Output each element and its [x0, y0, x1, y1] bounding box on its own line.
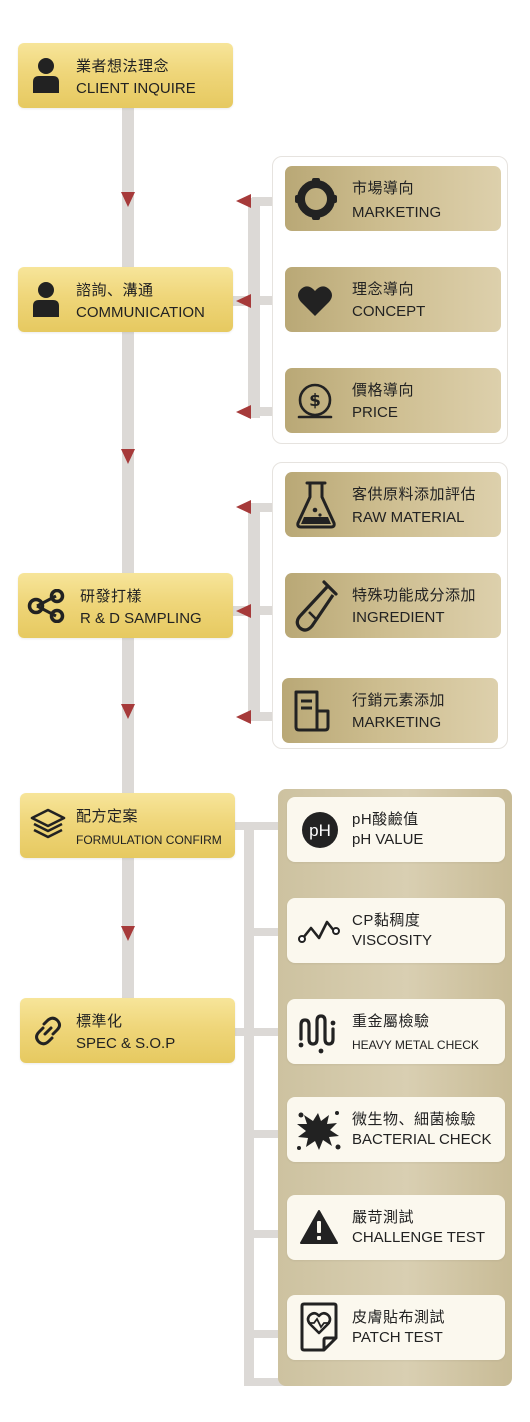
- left-arrow-icon: [236, 194, 251, 208]
- heart-document-icon: [299, 1301, 339, 1353]
- down-arrow-icon: [121, 704, 135, 719]
- test-title-en: VISCOSITY: [352, 932, 433, 949]
- test-title-en: PATCH TEST: [352, 1329, 443, 1346]
- item-title-zh: 價格導向: [352, 382, 415, 399]
- bracket-stub: [252, 606, 288, 615]
- test-stub: [248, 1130, 292, 1138]
- left-arrow-icon: [236, 710, 251, 724]
- item-title-zh: 市場導向: [352, 180, 415, 197]
- sampling-item-ingredient: 特殊功能成分添加 INGREDIENT: [285, 573, 501, 638]
- test-title-en: CHALLENGE TEST: [352, 1229, 486, 1246]
- sampling-item-raw-material: 客供原料添加評估 RAW MATERIAL: [285, 472, 501, 537]
- test-patch: 皮膚貼布測試 PATCH TEST: [287, 1295, 505, 1360]
- bracket-stub: [252, 712, 288, 721]
- heart-icon: [297, 285, 333, 317]
- comm-item-concept: 理念導向 CONCEPT: [285, 267, 501, 332]
- step-communication: 諮詢、溝通 COMMUNICATION: [18, 267, 233, 332]
- step-formulation-confirm: 配方定案 FORMULATION CONFIRM: [20, 793, 235, 858]
- sampling-item-marketing: 行銷元素添加 MARKETING: [282, 678, 498, 743]
- test-bracket-line: [244, 822, 254, 1386]
- test-title-en: pH VALUE: [352, 831, 424, 848]
- ph-icon-label: pH: [309, 821, 331, 840]
- svg-text:$: $: [309, 391, 321, 411]
- communication-bracket-line: [248, 198, 260, 418]
- test-stub: [248, 928, 292, 936]
- test-bacterial: 微生物、細菌檢驗 BACTERIAL CHECK: [287, 1097, 505, 1162]
- test-stub: [248, 1028, 292, 1036]
- flask-icon: [295, 479, 337, 531]
- step-title-zh: 業者想法理念: [76, 58, 170, 75]
- person-icon: [32, 57, 60, 93]
- item-title-zh: 特殊功能成分添加: [352, 587, 477, 604]
- test-title-en: HEAVY METAL CHECK: [352, 1038, 479, 1052]
- step-title-en: R & D SAMPLING: [80, 610, 202, 627]
- ph-icon: pH: [301, 811, 339, 849]
- test-title-zh: CP黏稠度: [352, 912, 421, 929]
- test-viscosity: CP黏稠度 VISCOSITY: [287, 898, 505, 963]
- warning-triangle-icon: [299, 1209, 339, 1245]
- item-title-zh: 理念導向: [352, 281, 415, 298]
- step-client-inquire: 業者想法理念 CLIENT INQUIRE: [18, 43, 233, 108]
- item-title-zh: 行銷元素添加: [352, 692, 446, 709]
- bracket-stub: [252, 503, 288, 512]
- test-challenge: 嚴苛測試 CHALLENGE TEST: [287, 1195, 505, 1260]
- main-flow-line: [122, 108, 134, 1000]
- down-arrow-icon: [121, 449, 135, 464]
- step-title-en: COMMUNICATION: [76, 304, 205, 321]
- squiggle-icon: [295, 1009, 339, 1055]
- comm-item-marketing: 市場導向 MARKETING: [285, 166, 501, 231]
- test-tube-icon: [291, 579, 341, 633]
- layers-icon: [30, 808, 66, 842]
- formulation-link-line: [234, 822, 294, 830]
- test-stub: [248, 1330, 292, 1338]
- lifebuoy-icon: [293, 176, 339, 222]
- test-heavy-metal: 重金屬檢驗 HEAVY METAL CHECK: [287, 999, 505, 1064]
- step-title-en: CLIENT INQUIRE: [76, 80, 196, 97]
- step-title-en: FORMULATION CONFIRM: [76, 833, 222, 847]
- test-title-zh: pH酸鹼值: [352, 811, 419, 828]
- wave-line-icon: [297, 916, 341, 946]
- test-ph-value: pH pH酸鹼值 pH VALUE: [287, 797, 505, 862]
- item-title-en: MARKETING: [352, 204, 442, 221]
- test-stub: [248, 1230, 292, 1238]
- step-title-zh: 研發打樣: [80, 588, 143, 605]
- step-rd-sampling: 研發打樣 R & D SAMPLING: [18, 573, 233, 638]
- test-stub: [248, 1378, 292, 1386]
- item-title-en: MARKETING: [352, 714, 442, 731]
- bracket-stub: [252, 197, 288, 206]
- left-arrow-icon: [236, 405, 251, 419]
- test-title-zh: 重金屬檢驗: [352, 1013, 430, 1030]
- down-arrow-icon: [121, 926, 135, 941]
- link-icon: [30, 1013, 66, 1049]
- item-title-zh: 客供原料添加評估: [352, 486, 477, 503]
- test-title-en: BACTERIAL CHECK: [352, 1131, 492, 1148]
- tests-panel: [278, 789, 512, 1386]
- item-title-en: RAW MATERIAL: [352, 509, 465, 526]
- step-spec-sop: 標準化 SPEC & S.O.P: [20, 998, 235, 1063]
- left-arrow-icon: [236, 604, 251, 618]
- comm-item-price: $ 價格導向 PRICE: [285, 368, 501, 433]
- bacteria-splat-icon: [293, 1105, 343, 1155]
- bracket-stub: [252, 407, 288, 416]
- bracket-stub: [252, 296, 288, 305]
- test-title-zh: 嚴苛測試: [352, 1209, 415, 1226]
- step-title-en: SPEC & S.O.P: [76, 1035, 176, 1052]
- spec-link-line: [234, 1028, 254, 1036]
- step-title-zh: 配方定案: [76, 808, 139, 825]
- left-arrow-icon: [236, 294, 251, 308]
- down-arrow-icon: [121, 192, 135, 207]
- coin-dollar-icon: $: [295, 381, 335, 421]
- step-title-zh: 諮詢、溝通: [76, 282, 154, 299]
- step-title-zh: 標準化: [76, 1013, 123, 1030]
- item-title-en: PRICE: [352, 404, 398, 421]
- left-arrow-icon: [236, 500, 251, 514]
- item-title-en: INGREDIENT: [352, 609, 445, 626]
- item-title-en: CONCEPT: [352, 303, 426, 320]
- share-nodes-icon: [26, 589, 68, 623]
- test-title-zh: 微生物、細菌檢驗: [352, 1111, 477, 1128]
- test-title-zh: 皮膚貼布測試: [352, 1309, 446, 1326]
- document-icon: [292, 689, 332, 733]
- person-icon: [32, 281, 60, 317]
